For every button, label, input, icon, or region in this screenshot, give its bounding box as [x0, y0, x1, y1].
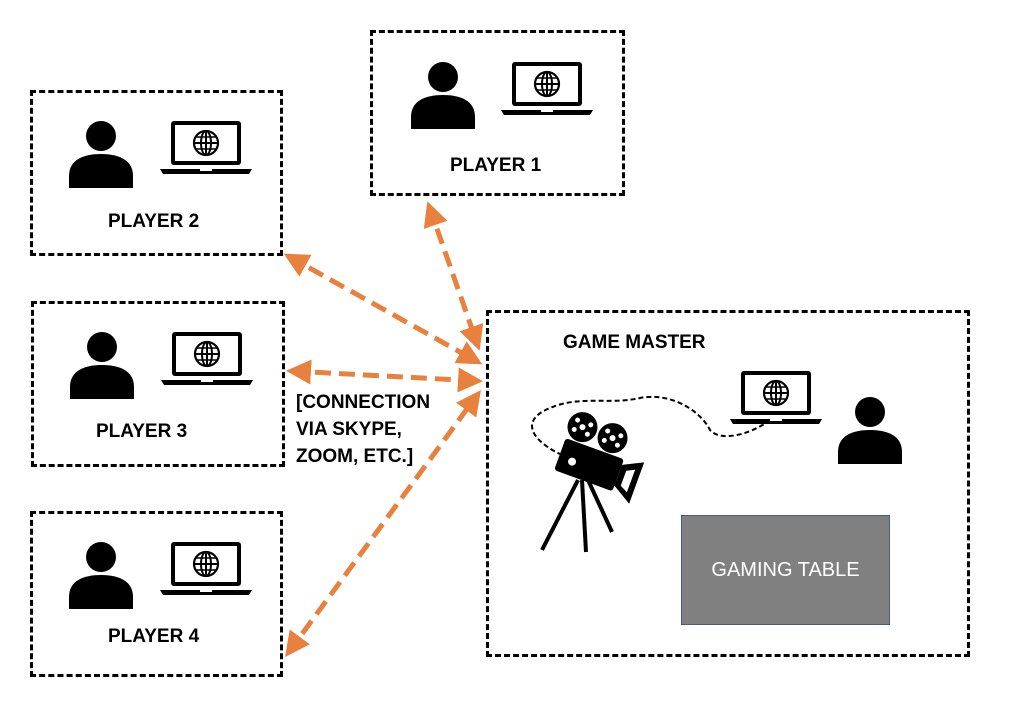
- game-master-box: [486, 310, 970, 657]
- arrow-player-4-gm: [285, 389, 481, 658]
- laptop-globe-icon: [160, 120, 252, 176]
- player-2-label: PLAYER 2: [108, 211, 200, 232]
- connection-note-line: ZOOM, ETC.]: [296, 446, 414, 467]
- movie-camera-icon: [531, 395, 771, 553]
- game-master-label: GAME MASTER: [563, 332, 706, 353]
- arrow-player-3-gm: [286, 359, 483, 393]
- connection-note: [CONNECTION VIA SKYPE, ZOOM, ETC.]: [296, 389, 430, 470]
- person-icon: [411, 61, 475, 129]
- person-icon: [69, 120, 133, 188]
- player-1-label: PLAYER 1: [450, 155, 542, 176]
- gaming-table-label: GAMING TABLE: [711, 558, 860, 581]
- player-4-label: PLAYER 4: [108, 626, 200, 647]
- player-3-box: [31, 301, 285, 467]
- laptop-globe-icon: [501, 61, 593, 117]
- player-3-label: PLAYER 3: [96, 421, 188, 442]
- player-2-box: [30, 90, 283, 256]
- laptop-globe-icon: [730, 370, 822, 426]
- laptop-globe-icon: [161, 331, 253, 387]
- arrow-player-2-gm: [283, 253, 483, 365]
- person-icon: [70, 331, 134, 399]
- player-1-box: [370, 30, 625, 196]
- gaming-table: GAMING TABLE: [681, 515, 890, 625]
- player-4-box: [30, 511, 283, 677]
- person-icon: [69, 541, 133, 609]
- connection-note-line: [CONNECTION: [296, 392, 431, 413]
- laptop-globe-icon: [160, 541, 252, 597]
- connection-note-line: VIA SKYPE,: [296, 419, 402, 440]
- person-icon: [838, 396, 902, 464]
- arrow-player-1-gm: [423, 201, 484, 351]
